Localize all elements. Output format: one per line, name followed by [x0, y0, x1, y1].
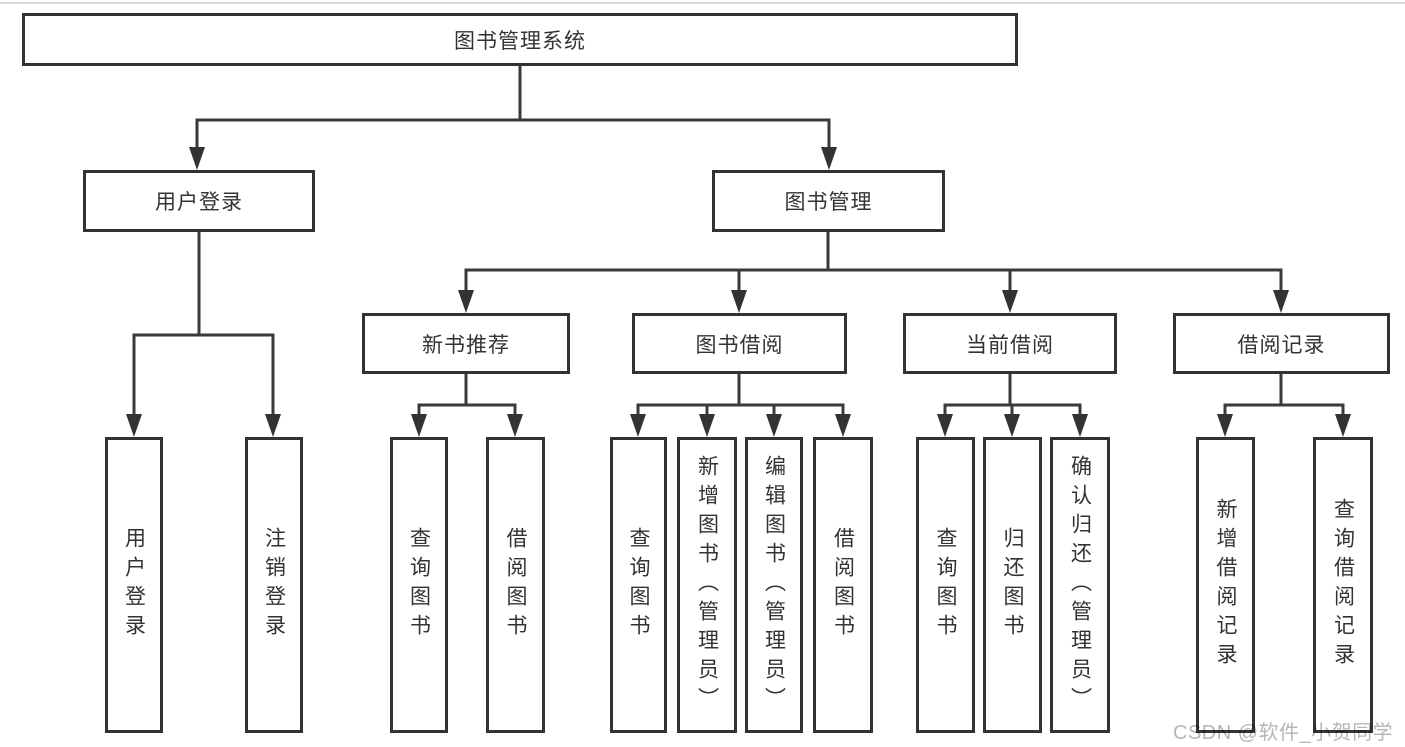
leaf-query-books-current: 查询图书: [916, 437, 975, 733]
node-label: 借阅记录: [1237, 333, 1326, 357]
leaf-query-books-borrowing: 查询图书: [610, 437, 667, 733]
node-label: 用户登录: [155, 191, 243, 214]
connector-root-to-level2: [189, 66, 837, 170]
leaf-label: 编辑图书（管理员）: [762, 454, 786, 716]
top-divider-line: [0, 2, 1405, 4]
connector-book-borrowing-to-leaves: [630, 374, 851, 437]
leaf-edit-books-admin: 编辑图书（管理员）: [745, 437, 803, 733]
leaf-label: 用户登录: [122, 527, 146, 643]
node-borrow-records: 借阅记录: [1173, 313, 1390, 374]
leaf-label: 查询图书: [407, 527, 431, 643]
leaf-return-books: 归还图书: [983, 437, 1042, 733]
node-label: 图书管理系统: [454, 29, 586, 53]
leaf-label: 确认归还（管理员）: [1068, 454, 1092, 716]
leaf-label: 查询图书: [934, 527, 957, 643]
node-label: 当前借阅: [966, 333, 1054, 357]
leaf-query-borrow-record: 查询借阅记录: [1313, 437, 1373, 733]
connector-borrow-records-to-leaves: [1217, 374, 1351, 437]
leaf-confirm-return-admin: 确认归还（管理员）: [1050, 437, 1110, 733]
node-user-login-module: 用户登录: [83, 170, 315, 232]
node-label: 图书借阅: [695, 333, 784, 357]
node-book-borrowing: 图书借阅: [632, 313, 847, 374]
leaf-add-borrow-record: 新增借阅记录: [1196, 437, 1255, 733]
connector-new-book-recommend-to-leaves: [411, 374, 523, 437]
leaf-query-books-recommend: 查询图书: [390, 437, 448, 733]
leaf-label: 归还图书: [1001, 527, 1024, 643]
node-new-book-recommend: 新书推荐: [362, 313, 570, 374]
node-label: 新书推荐: [422, 333, 510, 357]
leaf-label: 注销登录: [262, 527, 286, 643]
node-book-management: 图书管理: [712, 170, 945, 232]
leaf-label: 新增借阅记录: [1214, 498, 1237, 672]
leaf-label: 新增图书（管理员）: [695, 454, 719, 716]
connector-user-login-to-leaves: [126, 232, 281, 437]
connector-current-borrowing-to-leaves: [937, 374, 1088, 437]
connector-book-management-to-level3: [458, 232, 1289, 313]
leaf-borrow-books-recommend: 借阅图书: [486, 437, 545, 733]
leaf-user-login: 用户登录: [105, 437, 163, 733]
node-label: 图书管理: [784, 191, 873, 214]
leaf-borrow-books-borrowing: 借阅图书: [813, 437, 873, 733]
leaf-logout: 注销登录: [245, 437, 303, 733]
leaf-label: 借阅图书: [831, 527, 855, 643]
leaf-add-books-admin: 新增图书（管理员）: [677, 437, 737, 733]
leaf-label: 查询图书: [627, 527, 650, 643]
node-library-management-system: 图书管理系统: [22, 13, 1018, 66]
node-current-borrowing: 当前借阅: [903, 313, 1117, 374]
leaf-label: 查询借阅记录: [1331, 498, 1355, 672]
csdn-watermark: CSDN @软件_小贺同学: [1173, 722, 1394, 744]
leaf-label: 借阅图书: [504, 527, 527, 643]
